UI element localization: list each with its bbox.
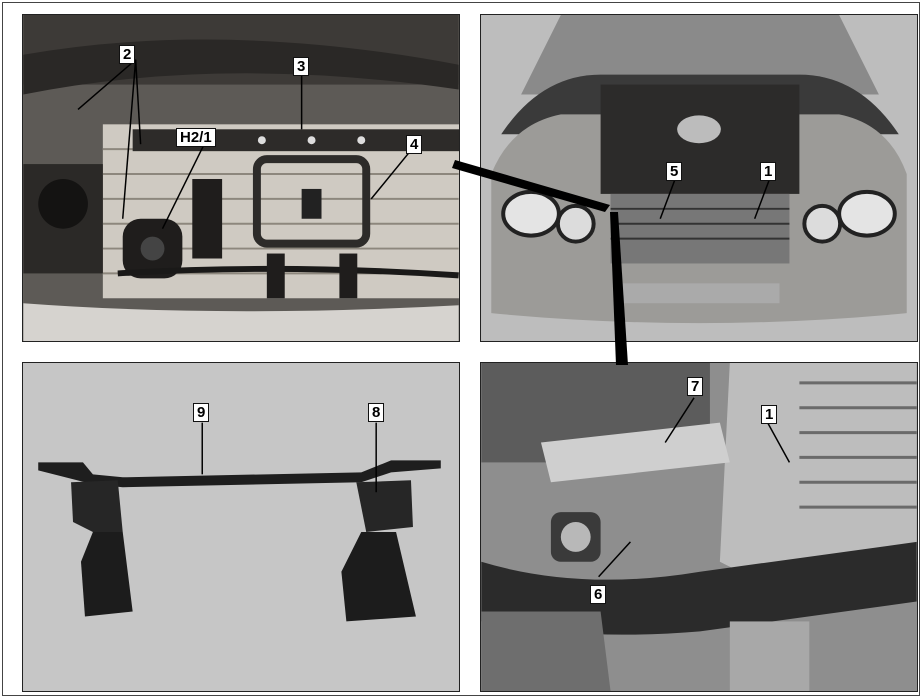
callout-4: 4 [406, 135, 423, 154]
panel-detail-closeup: 7 1 6 [480, 362, 918, 692]
vehicle-front-photo [481, 15, 917, 341]
callout-2: 2 [119, 45, 136, 64]
detail-closeup-photo [481, 363, 917, 691]
callout-1: 1 [760, 162, 777, 181]
panel-front-end-closeup: 2 3 4 H2/1 [22, 14, 460, 342]
front-end-closeup-photo [23, 15, 459, 341]
callout-5: 5 [666, 162, 683, 181]
panel-vehicle-front-view: 5 1 [480, 14, 918, 342]
callout-9: 9 [193, 403, 210, 422]
callout-8: 8 [368, 403, 385, 422]
removed-component-photo [23, 363, 459, 691]
callout-1-detail: 1 [761, 405, 778, 424]
callout-3: 3 [293, 57, 310, 76]
panel-removed-component: 9 8 [22, 362, 460, 692]
callout-h2-1: H2/1 [176, 128, 216, 147]
callout-7: 7 [687, 377, 704, 396]
callout-6: 6 [590, 585, 607, 604]
